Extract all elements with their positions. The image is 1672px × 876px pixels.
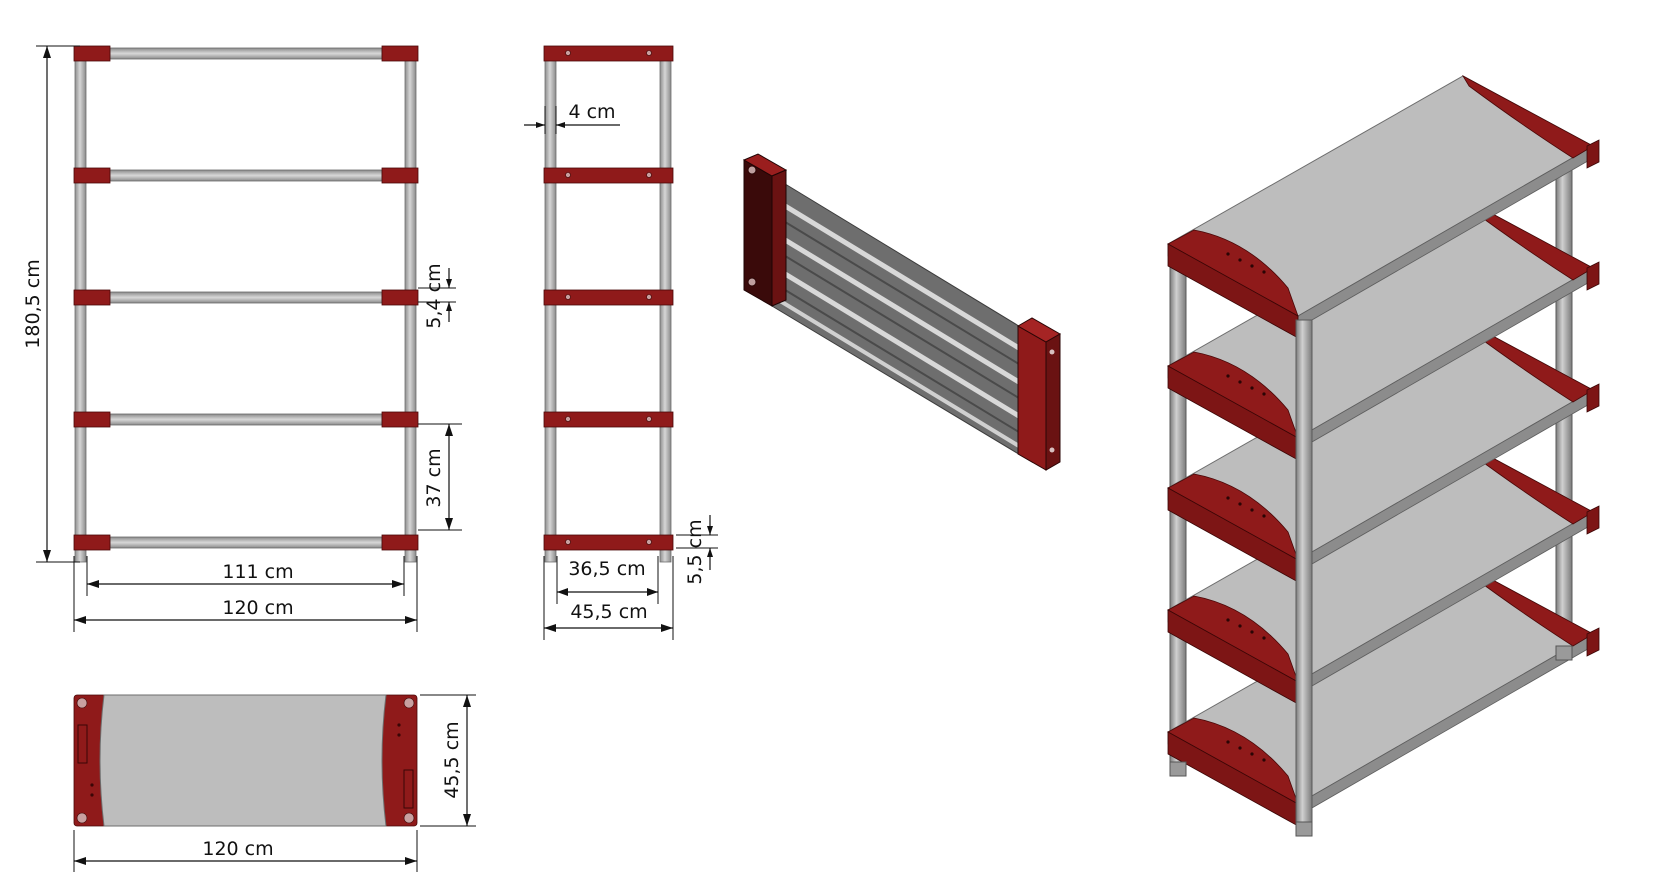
rack-foot: [1555, 645, 1573, 661]
dim-top-depth: 45,5 cm: [441, 721, 463, 798]
top-view-dimensions: 45,5 cm 120 cm: [73, 694, 476, 872]
front-corner-cap: [73, 534, 111, 551]
front-corner-cap: [73, 411, 111, 428]
side-screw-hole: [646, 50, 652, 56]
side-shelf-frame: [543, 534, 674, 551]
front-corner-cap: [381, 534, 419, 551]
front-corner-cap: [381, 167, 419, 184]
rack-end-cap: [1167, 595, 1299, 683]
rack-screw-dot: [1238, 624, 1242, 628]
rack-screw-dot: [1226, 252, 1230, 256]
side-screw-hole: [646, 539, 652, 545]
side-pole-back: [659, 51, 672, 563]
rack-screw-dot: [1250, 752, 1254, 756]
side-shelf-frame: [543, 411, 674, 428]
side-screw-hole: [646, 416, 652, 422]
rack-end-frame: [1586, 139, 1600, 169]
rack-screw-dot: [1262, 514, 1266, 518]
shelf-isometric-detail: [742, 153, 1062, 471]
rack-screw-dot: [1262, 758, 1266, 762]
front-corner-cap: [73, 167, 111, 184]
side-screw-hole: [565, 172, 571, 178]
dim-top-width: 120 cm: [202, 838, 273, 860]
dim-outer-depth: 45,5 cm: [570, 601, 647, 623]
rack-foot: [1169, 761, 1187, 777]
rack-end-frame: [1586, 261, 1600, 291]
side-screw-hole: [565, 416, 571, 422]
side-view: [543, 45, 674, 563]
side-screw-hole: [565, 50, 571, 56]
rack-screw-dot: [1250, 386, 1254, 390]
side-shelf-frame: [543, 289, 674, 306]
dim-side-thickness: 5,5 cm: [684, 519, 706, 584]
side-screw-hole: [646, 172, 652, 178]
rack-foot: [1295, 821, 1313, 837]
front-corner-cap: [73, 289, 111, 306]
dim-pole-width: 4 cm: [568, 101, 615, 123]
front-shelf-bar: [109, 413, 383, 426]
rack-screw-dot: [1226, 496, 1230, 500]
side-screw-hole: [565, 539, 571, 545]
rack-screw-dot: [1262, 636, 1266, 640]
rack-screw-dot: [1226, 374, 1230, 378]
dim-shelf-gap: 37 cm: [423, 448, 445, 507]
side-screw-hole: [565, 294, 571, 300]
rack-screw-dot: [1238, 746, 1242, 750]
side-pole-front: [544, 51, 557, 563]
front-corner-cap: [381, 289, 419, 306]
front-view-dimensions: 180,5 cm 5,4 cm 37 cm 111 cm 120 cm: [22, 45, 462, 632]
rack-pole-front: [1295, 319, 1313, 831]
rack-screw-dot: [1250, 508, 1254, 512]
dim-bar-thickness: 5,4 cm: [423, 263, 445, 328]
rack-screw-dot: [1262, 392, 1266, 396]
side-shelf-frame: [543, 167, 674, 184]
rack-screw-dot: [1238, 258, 1242, 262]
side-screw-hole: [646, 294, 652, 300]
front-shelf-bar: [109, 291, 383, 304]
rack-end-cap: [1167, 351, 1299, 439]
rack-screw-dot: [1262, 270, 1266, 274]
rack-screw-dot: [1250, 264, 1254, 268]
rack-isometric: [1166, 74, 1600, 837]
rack-end-frame: [1586, 505, 1600, 535]
rack-end-frame: [1586, 383, 1600, 413]
dim-inner-depth: 36,5 cm: [568, 558, 645, 580]
rack-screw-dot: [1238, 380, 1242, 384]
rack-screw-dot: [1226, 740, 1230, 744]
rack-screw-dot: [1250, 630, 1254, 634]
front-pole-right: [404, 51, 417, 563]
front-corner-cap: [381, 411, 419, 428]
dim-height-total: 180,5 cm: [22, 259, 44, 348]
front-shelf-bar: [109, 169, 383, 182]
front-corner-cap: [73, 45, 111, 62]
rack-screw-dot: [1226, 618, 1230, 622]
top-view: [73, 694, 418, 827]
rack-end-cap: [1167, 473, 1299, 561]
dim-outer-width: 120 cm: [222, 597, 293, 619]
dim-inner-width: 111 cm: [222, 561, 293, 583]
rack-screw-dot: [1238, 502, 1242, 506]
rack-end-cap: [1167, 717, 1299, 805]
front-corner-cap: [381, 45, 419, 62]
rack-end-cap: [1461, 74, 1594, 159]
front-shelf-bar: [109, 536, 383, 549]
front-shelf-bar: [109, 47, 383, 60]
side-view-dimensions: 4 cm 5,5 cm 36,5 cm 45,5 cm: [524, 101, 718, 640]
side-shelf-frame: [543, 45, 674, 62]
rack-end-cap: [1167, 229, 1299, 317]
front-view: [73, 45, 419, 563]
rack-end-frame: [1586, 627, 1600, 657]
front-pole-left: [74, 51, 87, 563]
